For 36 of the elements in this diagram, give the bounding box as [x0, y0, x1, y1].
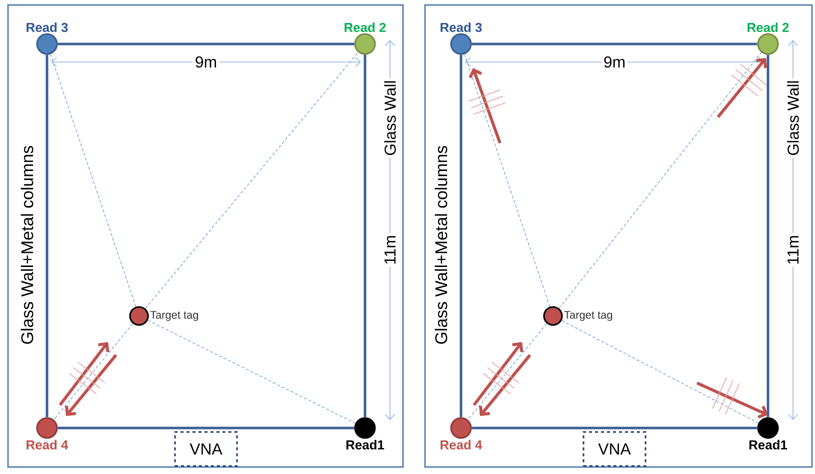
wall-line [364, 54, 366, 418]
node-label: Read 2 [748, 22, 789, 32]
dimension-label: 9m [192, 54, 220, 70]
signal-path [53, 323, 134, 420]
dimension-label: 11m [786, 233, 800, 267]
signal-path [467, 323, 548, 420]
node-label: Read1 [346, 440, 384, 450]
wall-label: Glass Wall+Metal columns [434, 146, 448, 344]
wall-line [58, 426, 354, 430]
wall-label: Glass Wall [382, 78, 398, 158]
wall-label: Glass Wall+Metal columns [20, 146, 34, 344]
signal-path [144, 52, 358, 309]
dimension-label: 9m [601, 54, 628, 70]
signal-path [147, 320, 356, 424]
wall-line [766, 54, 770, 418]
node-label: Read1 [749, 440, 788, 450]
instrument-box: VNA [582, 431, 646, 467]
wall-line [472, 426, 758, 430]
wall-line [472, 42, 758, 46]
signal-path [558, 52, 762, 309]
node-label: Read 3 [26, 22, 68, 32]
node-label: Target tag [564, 311, 612, 321]
signal-path [50, 54, 136, 308]
signal-path [464, 54, 550, 308]
signal-path [561, 320, 759, 424]
wall-line [46, 54, 48, 418]
instrument-box: VNA [174, 431, 238, 467]
wall-line [58, 42, 354, 46]
wall-label: Glass Wall [785, 78, 801, 158]
dimension-label: 11m [382, 233, 398, 267]
node-label: Read 2 [344, 22, 386, 32]
node-label: Read 4 [26, 440, 68, 450]
node-label: Read 3 [440, 22, 482, 32]
node-label: Read 4 [440, 440, 482, 450]
node-label: Target tag [150, 311, 198, 321]
wall-line [460, 54, 462, 418]
